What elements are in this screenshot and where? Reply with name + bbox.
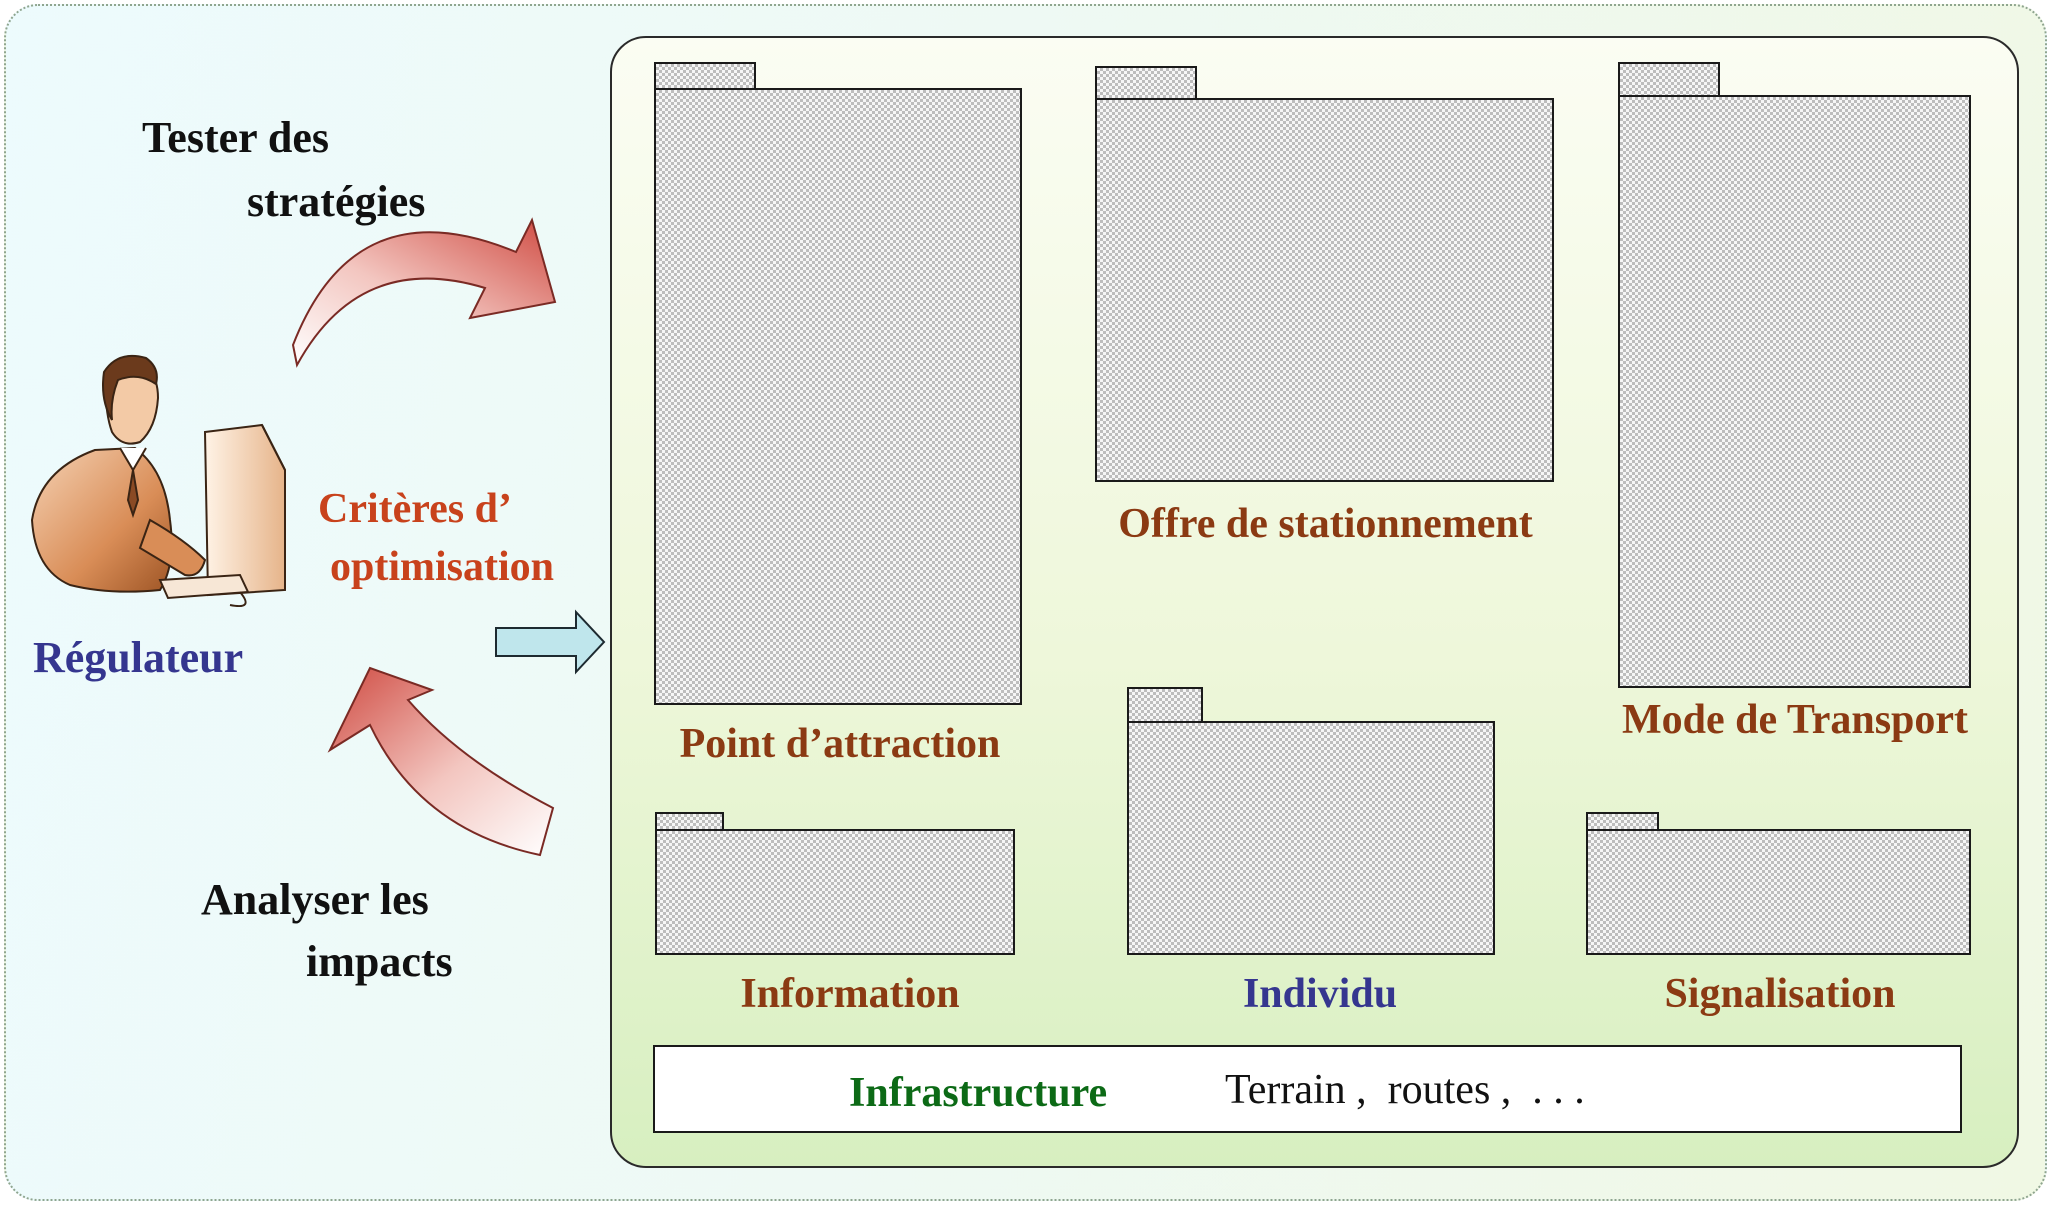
label-individu: Individu (1242, 971, 1398, 1017)
label-mode-transport: Mode de Transport (1621, 697, 1969, 743)
label-tester: Tester des (142, 113, 329, 162)
label-signalisation: Signalisation (1664, 971, 1896, 1017)
infrastructure-bar (653, 1045, 1962, 1133)
label-infrastructure: Infrastructure (849, 1070, 1108, 1116)
infrastructure-details: Terrain , routes , . . . (1225, 1067, 1585, 1113)
label-impacts: impacts (306, 937, 453, 986)
regulator-clipart-icon (30, 354, 286, 608)
curved-arrow-bottom-icon (327, 666, 555, 857)
label-analyser: Analyser les (201, 875, 429, 924)
label-criteres: Critères d’ (318, 486, 512, 532)
label-offre-stationnement: Offre de stationnement (1118, 501, 1533, 547)
curved-arrow-top-icon (291, 217, 557, 368)
label-optimisation: optimisation (330, 544, 555, 590)
label-strategies: stratégies (247, 177, 426, 226)
label-point-attraction: Point d’attraction (679, 721, 1001, 767)
label-regulateur: Régulateur (33, 633, 244, 682)
label-information: Information (740, 971, 960, 1017)
right-arrow-icon (495, 609, 606, 675)
